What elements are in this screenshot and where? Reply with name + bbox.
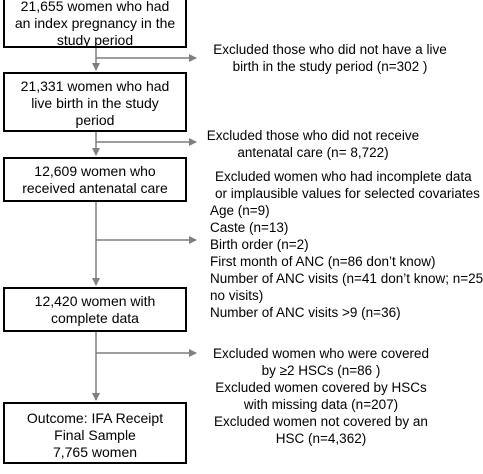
box-received-anc: 12,609 women who received antenatal care	[3, 157, 187, 202]
excl4-line: with missing data (n=207)	[243, 397, 399, 412]
box5-line: 7,765 women	[52, 444, 138, 460]
excl4-line: Excluded women not covered by an	[214, 414, 428, 429]
excl3-item: First month of ANC (n=86 don’t know)	[210, 254, 436, 269]
excl3-item: Caste (n=13)	[210, 220, 289, 235]
excl3-item: Age (n=9)	[210, 203, 270, 218]
excl3-item: Birth order (n=2)	[210, 237, 309, 252]
excl4-line: Excluded women covered by HSCs	[215, 380, 427, 395]
excl3-header-line: Excluded women who had incomplete data	[215, 169, 472, 184]
excl3-item: Number of ANC visits (n=41 don’t know; n…	[210, 271, 483, 286]
box2-line: live birth in the study	[31, 95, 159, 111]
box1-line: 21,655 women who had	[20, 0, 170, 14]
excl3-header-line: or implausible values for selected covar…	[215, 186, 480, 201]
box4-line: complete data	[51, 310, 139, 326]
exclusion-no-antenatal-care: Excluded those who did not receive anten…	[206, 127, 420, 161]
box-final-sample: Outcome: IFA Receipt Final Sample 7,765 …	[3, 402, 187, 464]
exclusion-no-live-birth: Excluded those who did not have a live b…	[206, 41, 454, 75]
box2-line: 21,331 women who had	[20, 78, 170, 94]
box5-line: Outcome: IFA Receipt	[26, 410, 164, 426]
box5-line: Final Sample	[54, 427, 136, 443]
excl4-line: by ≥2 HSCs (n=86 )	[261, 363, 381, 378]
excl1-line: birth in the study period (n=302 )	[232, 59, 428, 74]
box2-line: period	[75, 112, 115, 128]
excl3-item: no visits)	[210, 288, 264, 303]
box3-line: 12,609 women who	[34, 163, 156, 179]
excl1-line: Excluded those who did not have a live	[213, 42, 447, 57]
box4-line: 12,420 women with	[34, 293, 156, 309]
excl2-line: antenatal care (n= 8,722)	[237, 145, 389, 160]
excl4-line: HSC (n=4,362)	[275, 431, 367, 446]
box-index-pregnancy: 21,655 women who had an index pregnancy …	[3, 0, 187, 48]
box-live-birth: 21,331 women who had live birth in the s…	[3, 72, 187, 132]
excl3-item: Number of ANC visits >9 (n=36)	[210, 305, 401, 320]
box3-line: received antenatal care	[22, 180, 168, 196]
box1-line: study period	[56, 32, 134, 48]
box-complete-data: 12,420 women with complete data	[3, 287, 187, 332]
box1-line: an index pregnancy in the	[14, 15, 176, 31]
exclusion-incomplete-covariates: Excluded women who had incomplete data o…	[210, 168, 483, 321]
excl2-line: Excluded those who did not receive	[206, 128, 420, 143]
exclusion-hsc-coverage: Excluded women who were covered by ≥2 HS…	[206, 345, 436, 447]
excl4-line: Excluded women who were covered	[212, 346, 430, 361]
